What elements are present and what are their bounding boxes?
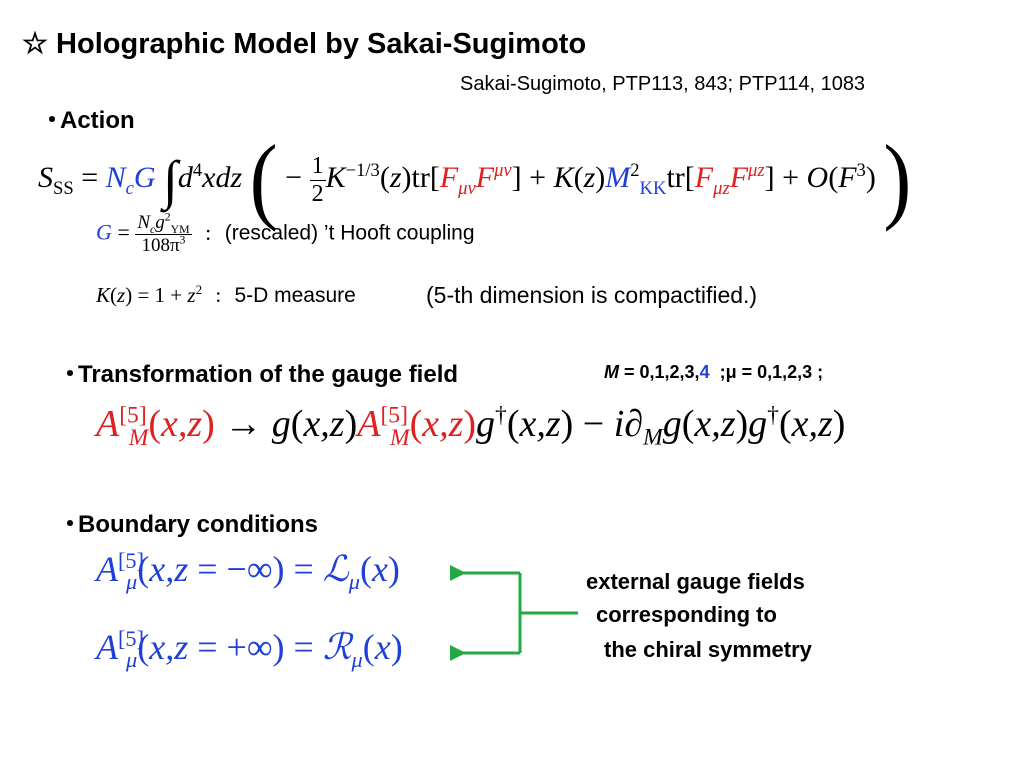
slide-title: ☆ Holographic Model by Sakai-Sugimoto [22, 28, 587, 60]
index-four: 4 [699, 362, 710, 382]
k-definition: K(z) = 1 + z2 : 5-D measure [96, 282, 356, 307]
separator: : [215, 283, 222, 307]
boundary-equation-plus: A[5]μ(x,z = +∞) = ℛμ(x) [96, 626, 403, 673]
index-note: M = 0,1,2,3,4 ;μ = 0,1,2,3 ; [604, 362, 823, 383]
index-M: M [604, 362, 619, 382]
boundary-equation-minus: A[5]μ(x,z = −∞) = ℒμ(x) [96, 548, 400, 595]
gauge-transformation-equation: A[5]M(x,z) → g(x,z)A[5]M(x,z)g†(x,z) − i… [96, 402, 846, 451]
note-line-2: corresponding to [596, 602, 777, 627]
section-transformation: ・Transformation of the gauge field [58, 354, 458, 389]
note-line-3: the chiral symmetry [604, 637, 812, 662]
bullet: ・ [58, 511, 82, 538]
section-boundary-label: Boundary conditions [78, 511, 318, 538]
reference-citation: Sakai-Sugimoto, PTP113, 843; PTP114, 108… [460, 73, 866, 95]
index-mu: ;μ = 0,1,2,3 ; [719, 362, 824, 382]
section-action-label: Action [60, 107, 135, 134]
note-line-1: external gauge fields [586, 569, 805, 594]
compactified-note: (5-th dimension is compactified.) [426, 282, 758, 308]
section-action: ・Action [40, 100, 135, 135]
separator: : [205, 219, 212, 245]
section-transformation-label: Transformation of the gauge field [78, 361, 459, 388]
bullet: ・ [58, 361, 82, 388]
section-boundary: ・Boundary conditions [58, 504, 318, 539]
index-eq: = 0,1,2,3, [619, 362, 700, 382]
k-description: 5-D measure [234, 284, 356, 307]
bullet: ・ [40, 107, 64, 134]
bracket-arrows [450, 560, 578, 668]
g-description: (rescaled) ’t Hooft coupling [224, 221, 475, 245]
